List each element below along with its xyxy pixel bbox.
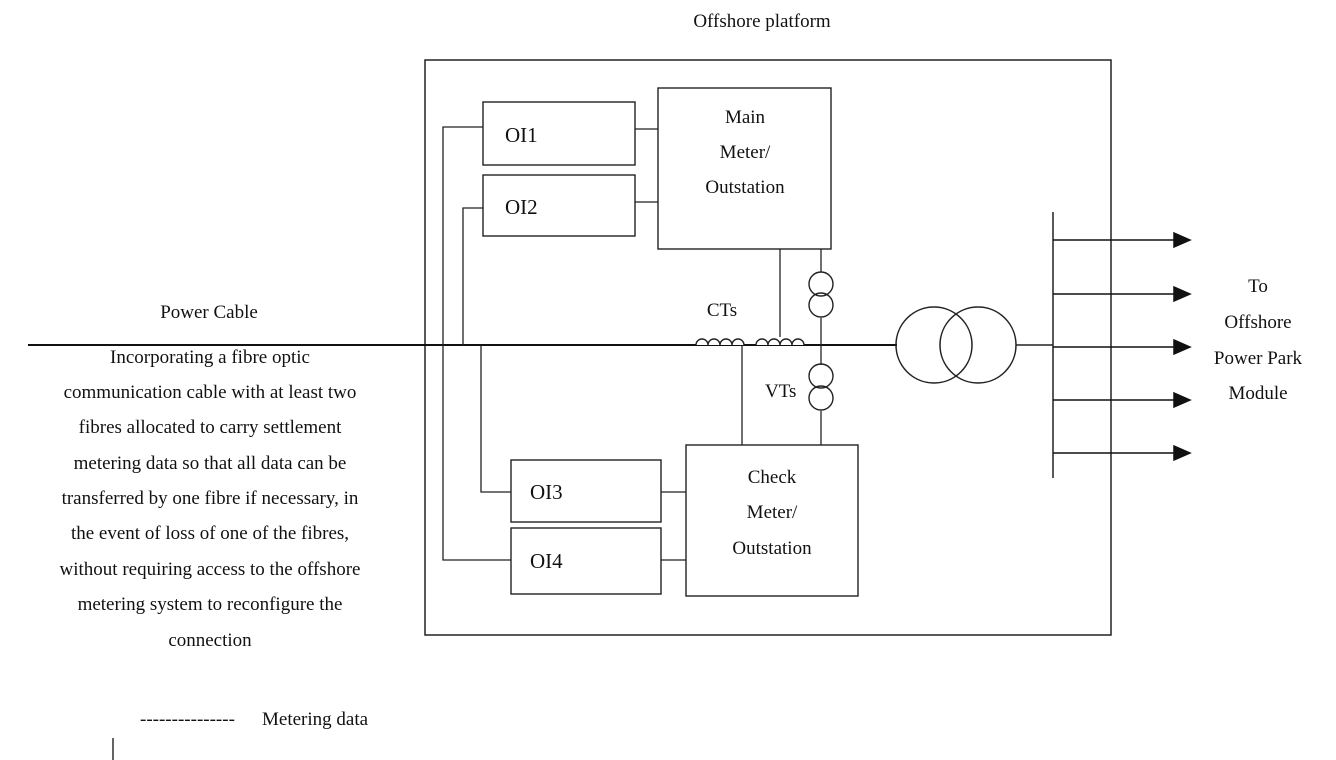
oi3-label: OI3 bbox=[530, 480, 563, 504]
check-meter-label: Meter/ bbox=[747, 502, 798, 523]
oi1-box bbox=[482, 101, 636, 166]
fibre-note-line: transferred by one fibre if necessary, i… bbox=[62, 488, 359, 509]
fibre-note-line: connection bbox=[168, 630, 252, 651]
legend: --------------- Metering data bbox=[112, 709, 369, 760]
voltage-transformer-main bbox=[808, 271, 834, 318]
oi4-label: OI4 bbox=[530, 549, 563, 573]
arrow-head-icon bbox=[1173, 231, 1192, 249]
feeder-arrows bbox=[1053, 231, 1192, 462]
destination-line: Module bbox=[1228, 383, 1287, 404]
current-transformer-check bbox=[695, 338, 745, 346]
oi-meter-links bbox=[635, 128, 686, 561]
destination-line: Power Park bbox=[1214, 348, 1303, 369]
oi1-label: OI1 bbox=[505, 123, 538, 147]
power-cable-label: Power Cable bbox=[160, 302, 258, 323]
arrow-head-icon bbox=[1173, 391, 1192, 409]
check-meter-label: Outstation bbox=[732, 538, 812, 559]
arrow-head-icon bbox=[1173, 285, 1192, 303]
check-meter-label: Check bbox=[748, 467, 797, 488]
arrow-head-icon bbox=[1173, 338, 1192, 356]
fibre-note-line: Incorporating a fibre optic bbox=[110, 347, 310, 368]
voltage-transformer-check bbox=[808, 363, 834, 411]
fibre-note-line: without requiring access to the offshore bbox=[60, 559, 361, 580]
legend-dash-sample: --------------- bbox=[140, 709, 235, 730]
oi2-label: OI2 bbox=[505, 195, 538, 219]
destination-line: To bbox=[1248, 276, 1268, 297]
main-meter-label: Meter/ bbox=[720, 142, 771, 163]
destination-label: To Offshore Power Park Module bbox=[1214, 276, 1303, 404]
arrow-head-icon bbox=[1173, 444, 1192, 462]
main-meter-box bbox=[657, 87, 832, 250]
platform-title: Offshore platform bbox=[693, 11, 831, 32]
legend-label: Metering data bbox=[262, 709, 369, 730]
fibre-note-line: communication cable with at least two bbox=[64, 382, 357, 403]
oi3-box bbox=[510, 459, 662, 523]
fibre-wiring bbox=[442, 126, 511, 561]
check-meter-box bbox=[685, 444, 859, 597]
oi4-box bbox=[510, 527, 662, 595]
oi2-box bbox=[482, 174, 636, 237]
fibre-note-line: metering system to reconfigure the bbox=[78, 594, 343, 615]
current-transformer-main bbox=[755, 338, 805, 346]
fibre-note-line: fibres allocated to carry settlement bbox=[79, 417, 342, 438]
cts-label: CTs bbox=[707, 300, 737, 321]
destination-line: Offshore bbox=[1224, 312, 1291, 333]
main-meter-label: Outstation bbox=[705, 177, 785, 198]
power-transformer bbox=[895, 306, 1017, 384]
fibre-note: Incorporating a fibre optic communicatio… bbox=[60, 347, 361, 651]
fibre-note-line: metering data so that all data can be bbox=[74, 453, 347, 474]
fibre-note-line: the event of loss of one of the fibres, bbox=[71, 523, 349, 544]
vts-label: VTs bbox=[765, 381, 796, 402]
instrument-wiring bbox=[741, 249, 822, 445]
main-meter-label: Main bbox=[725, 107, 766, 128]
